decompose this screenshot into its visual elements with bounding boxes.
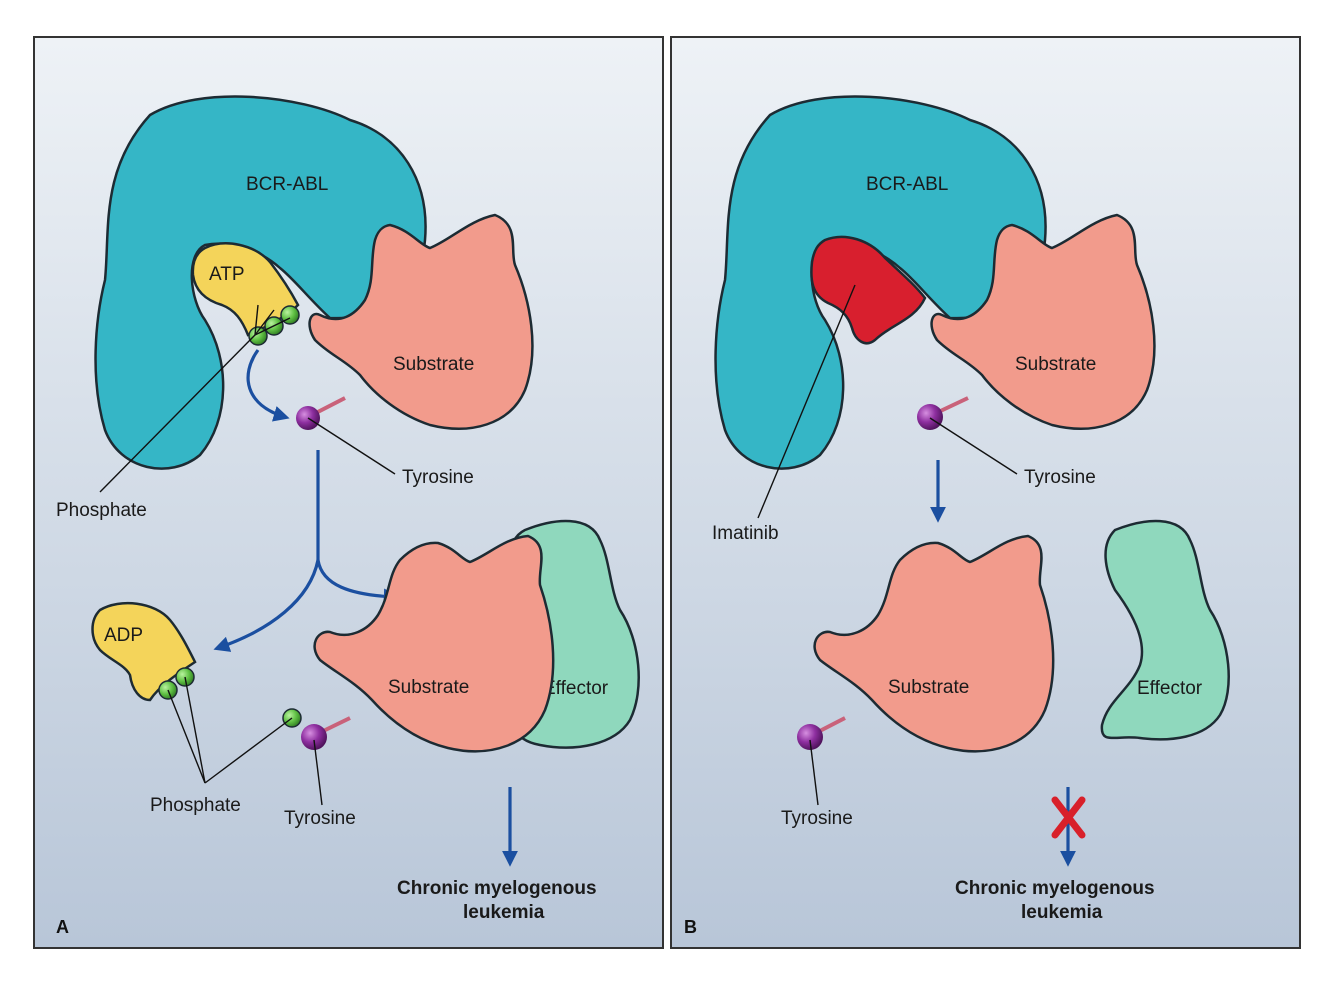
imatinib-leader bbox=[757, 284, 856, 519]
imatinib-shape bbox=[810, 235, 927, 345]
phosphate-leader bbox=[254, 317, 291, 336]
blocked-x-icon bbox=[1051, 796, 1086, 839]
bcr-abl-label: BCR-ABL bbox=[866, 174, 948, 195]
adp-label: ADP bbox=[104, 625, 143, 646]
phosphate-ball bbox=[248, 326, 268, 346]
panel-b-letter: B bbox=[684, 917, 697, 937]
phosphate-leader bbox=[254, 309, 275, 336]
substrate-top-shape bbox=[930, 213, 1156, 430]
split-arrow-to-adp bbox=[213, 559, 320, 652]
outcome-a-line2: leukemia bbox=[463, 902, 545, 923]
phosphate-bottom-label: Phosphate bbox=[150, 795, 241, 816]
tyrosine-ball bbox=[917, 404, 943, 430]
phosphate-leader bbox=[254, 304, 259, 336]
substrate-bottom-b-label: Substrate bbox=[888, 677, 969, 698]
tyrosine-bottom-b-label: Tyrosine bbox=[781, 808, 853, 829]
split-arrow-to-substrate bbox=[316, 559, 400, 605]
effector-a-label: Effector bbox=[543, 678, 609, 699]
outcome-a-line1: Chronic myelogenous bbox=[397, 878, 597, 899]
tyrosine-leader bbox=[929, 417, 1018, 475]
tyrosine-top-b-label: Tyrosine bbox=[1024, 467, 1096, 488]
phosphate-leader bbox=[204, 717, 293, 784]
bcr-abl-protein-shape bbox=[94, 95, 427, 470]
tyrosine-top-label: Tyrosine bbox=[402, 467, 474, 488]
substrate-bottom-shape bbox=[813, 534, 1055, 753]
tyrosine-leader bbox=[809, 739, 819, 806]
effector-shape bbox=[1100, 519, 1230, 741]
panel-a-letter: A bbox=[56, 917, 69, 937]
imatinib-label: Imatinib bbox=[712, 523, 779, 544]
tyrosine-leader bbox=[313, 739, 323, 806]
tyrosine-ball bbox=[797, 724, 823, 750]
phosphate-leader bbox=[167, 689, 206, 784]
substrate-top-label: Substrate bbox=[393, 354, 474, 375]
effector-b-label: Effector bbox=[1137, 678, 1203, 699]
substrate-bottom-a-label: Substrate bbox=[388, 677, 469, 698]
tyrosine-leader bbox=[307, 417, 396, 475]
tyrosine-ball bbox=[301, 724, 327, 750]
outcome-b-line1: Chronic myelogenous bbox=[955, 878, 1155, 899]
phosphorylation-arrow bbox=[246, 349, 290, 422]
phosphate-top-label: Phosphate bbox=[56, 500, 147, 521]
bcr-abl-label: BCR-ABL bbox=[246, 174, 328, 195]
substrate-top-shape bbox=[308, 213, 534, 430]
atp-label: ATP bbox=[209, 264, 245, 285]
panel-b: BCR-ABL Imatinib Substrate Tyrosine Subs… bbox=[670, 36, 1301, 949]
outcome-b-line2: leukemia bbox=[1021, 902, 1103, 923]
substrate-bottom-shape bbox=[313, 534, 555, 753]
phosphate-leader bbox=[99, 334, 256, 493]
substrate-top-b-label: Substrate bbox=[1015, 354, 1096, 375]
panel-a: BCR-ABL Substrate ATP Phosphate Tyrosine… bbox=[33, 36, 664, 949]
adp-shape bbox=[91, 601, 197, 702]
phosphate-leader bbox=[184, 676, 206, 784]
tyrosine-bottom-a-label: Tyrosine bbox=[284, 808, 356, 829]
